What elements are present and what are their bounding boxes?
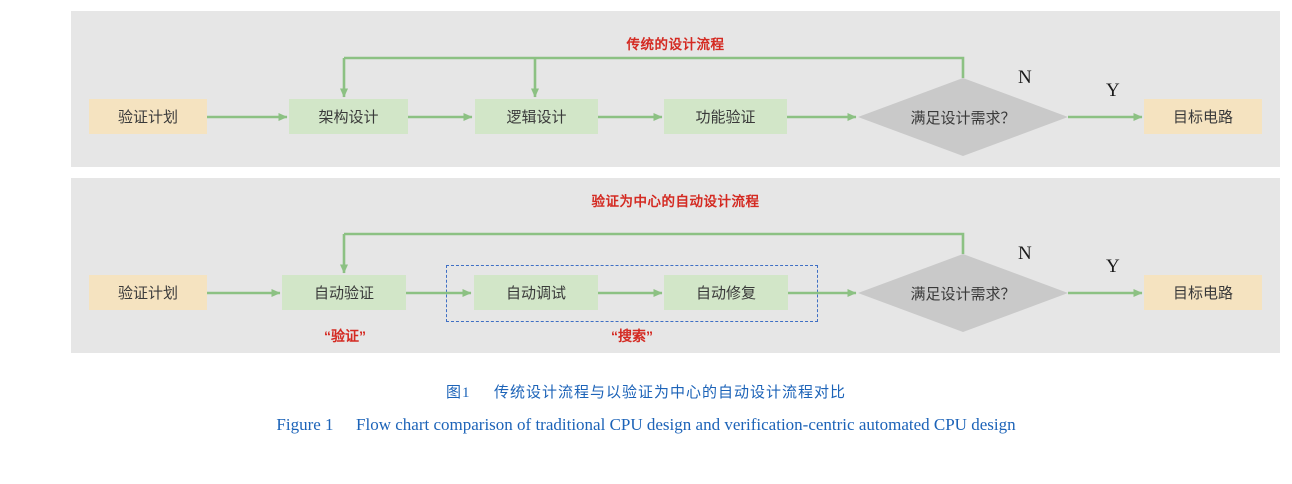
figure-caption-chinese: 图1 传统设计流程与以验证为中心的自动设计流程对比	[0, 381, 1292, 402]
branch-label-y-row2: Y	[1106, 256, 1120, 277]
node-label: 功能验证	[695, 109, 756, 126]
node-architecture-design[interactable]: 架构设计	[289, 99, 408, 134]
branch-label-n-row1: N	[1018, 67, 1032, 88]
panel-traditional-flow: 传统的设计流程	[71, 11, 1280, 167]
node-target-circuit-row1[interactable]: 目标电路	[1144, 99, 1262, 134]
panel-title-traditional: 传统的设计流程	[626, 37, 725, 52]
caption-en-label: Figure 1	[276, 415, 334, 434]
node-label: 满足设计需求？	[910, 285, 1016, 303]
branch-label-y-row1: Y	[1106, 80, 1120, 101]
caption-cn-text: 传统设计流程与以验证为中心的自动设计流程对比	[494, 385, 847, 401]
node-label: 架构设计	[318, 109, 379, 126]
node-label: 目标电路	[1172, 285, 1233, 302]
node-target-circuit-row2[interactable]: 目标电路	[1144, 275, 1262, 310]
panel-title-verification-centric: 验证为中心的自动设计流程	[591, 194, 760, 209]
node-label: 自动调试	[505, 285, 566, 302]
node-label: 验证计划	[117, 285, 178, 302]
node-verification-plan-row1[interactable]: 验证计划	[89, 99, 207, 134]
node-label: 逻辑设计	[506, 109, 567, 126]
caption-cn-label: 图1	[445, 385, 471, 401]
node-label: 目标电路	[1172, 109, 1233, 126]
node-auto-repair[interactable]: 自动修复	[664, 275, 788, 310]
node-label: 自动修复	[695, 285, 756, 302]
node-auto-verification[interactable]: 自动验证	[282, 275, 406, 310]
node-verification-plan-row2[interactable]: 验证计划	[89, 275, 207, 310]
branch-label-n-row2: N	[1018, 243, 1032, 264]
node-meets-requirements-row1[interactable]: 满足设计需求？	[858, 78, 1068, 156]
node-auto-debug[interactable]: 自动调试	[474, 275, 598, 310]
figure-caption-english: Figure 1 Flow chart comparison of tradit…	[0, 415, 1292, 435]
caption-en-text: Flow chart comparison of traditional CPU…	[356, 415, 1016, 434]
node-function-verification[interactable]: 功能验证	[664, 99, 787, 134]
node-label: 验证计划	[117, 109, 178, 126]
node-label: 自动验证	[313, 285, 374, 302]
node-meets-requirements-row2[interactable]: 满足设计需求？	[858, 254, 1068, 332]
node-label: 满足设计需求？	[910, 109, 1016, 127]
annotation-search: “搜索”	[611, 328, 653, 344]
annotation-verification: “验证”	[324, 328, 366, 344]
node-logic-design[interactable]: 逻辑设计	[475, 99, 598, 134]
